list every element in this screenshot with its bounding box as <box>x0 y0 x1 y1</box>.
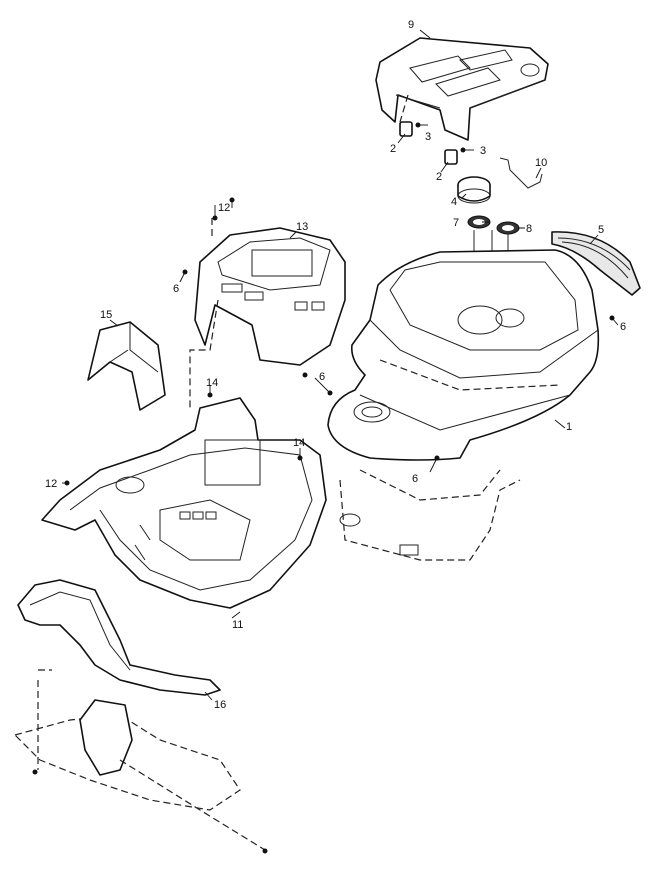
callout-labels: 9 3 2 3 2 10 4 7 8 5 12 13 6 6 15 6 14 1… <box>45 19 626 711</box>
callout-3-upper: 3 <box>425 131 431 143</box>
part-10-rod <box>499 157 543 189</box>
callout-5: 5 <box>598 224 604 236</box>
callout-15: 15 <box>100 309 112 321</box>
callout-12-top: 12 <box>218 202 230 214</box>
part-16-trim <box>17 579 221 696</box>
part-1-body <box>327 249 600 461</box>
chassis-outline <box>13 669 268 854</box>
callout-2-upper: 2 <box>390 143 396 155</box>
part-5-grille <box>551 231 641 296</box>
part-8-seal <box>496 221 520 235</box>
part-7-seal <box>467 215 491 229</box>
callout-6-left: 6 <box>173 283 179 295</box>
part-15-bracket <box>87 321 166 411</box>
part-2-latch-lower <box>444 147 474 165</box>
part-11-fender <box>41 397 327 609</box>
part-4-cap <box>457 176 491 204</box>
callout-4: 4 <box>451 196 457 208</box>
part-9-top-cover <box>375 37 549 141</box>
callout-16: 16 <box>214 699 226 711</box>
callout-11: 11 <box>232 619 243 631</box>
callout-3-lower: 3 <box>480 145 486 157</box>
callout-7: 7 <box>453 217 459 229</box>
callout-6-lower: 6 <box>412 473 418 485</box>
part-2-latch-upper <box>399 94 428 137</box>
callout-6-right: 6 <box>620 321 626 333</box>
callout-2-lower: 2 <box>436 171 442 183</box>
callout-6-mid: 6 <box>319 371 325 383</box>
frame-outline <box>339 469 521 561</box>
callout-13: 13 <box>296 221 308 233</box>
callout-1: 1 <box>566 421 572 433</box>
callout-12-left: 12 <box>45 478 57 490</box>
callout-8: 8 <box>526 223 532 235</box>
part-13-dash-cover <box>194 227 346 366</box>
callout-10: 10 <box>535 157 547 169</box>
callout-14-left: 14 <box>206 377 218 389</box>
callout-14-right: 14 <box>293 437 305 449</box>
leader-lines <box>62 29 619 701</box>
callout-9: 9 <box>408 19 414 31</box>
